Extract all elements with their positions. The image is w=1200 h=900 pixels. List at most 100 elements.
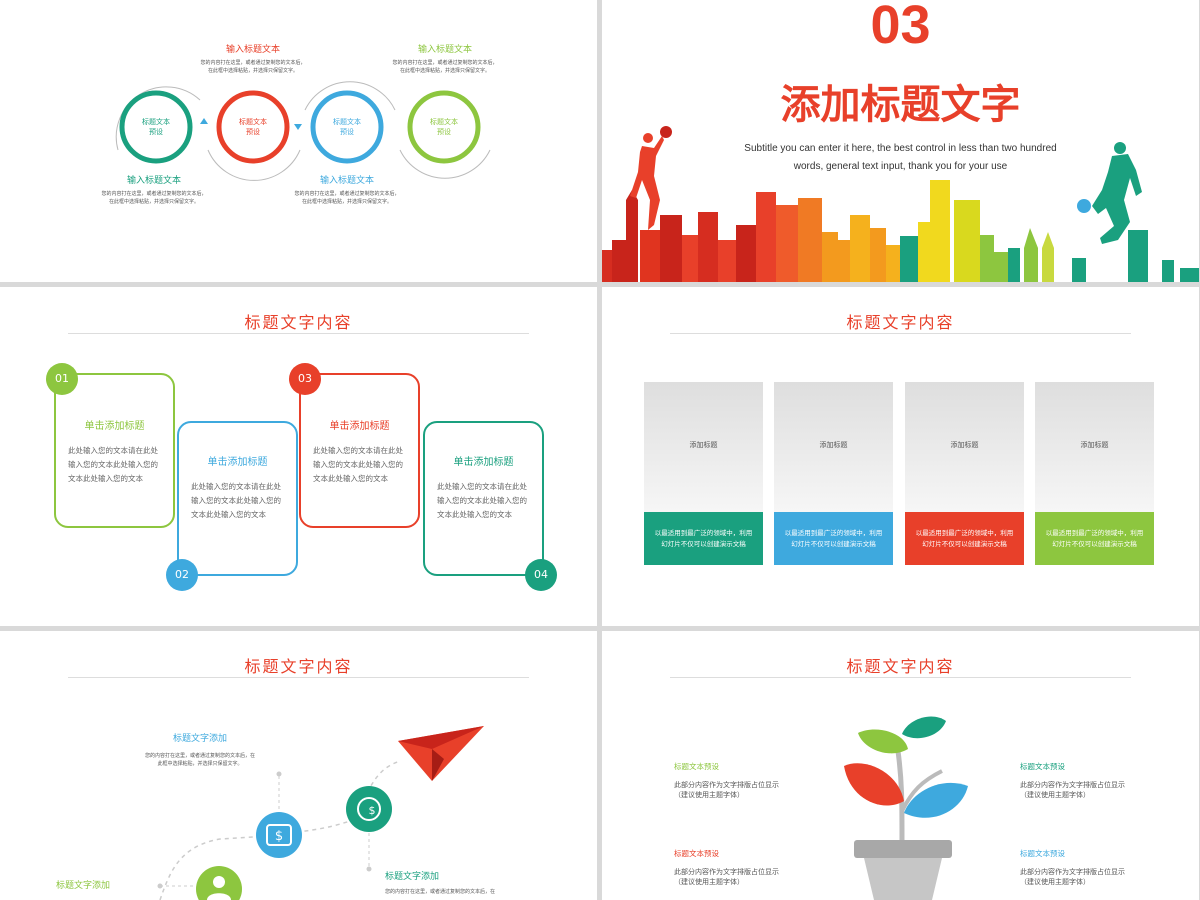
card-1[interactable]: 单击添加标题 此处输入您的文本请在此处输入您的文本此处输入您的文本此处输入您的文… — [54, 373, 175, 528]
plant-graphic — [844, 716, 968, 900]
path-item-3-title: 标题文字添加 — [56, 881, 111, 891]
circle-3-label-line1: 标题文本 — [333, 118, 361, 126]
column-3-image[interactable]: 添加标题 — [905, 382, 1024, 512]
plant-block-3[interactable]: 标题文本预设 此部分内容作为文字排版占位显示 （建议使用主题字体） — [674, 848, 824, 887]
column-3-caption: 以最适用到最广泛的领域中，利用幻灯片不仅可以创建演示文稿 — [905, 512, 1024, 565]
card-2-number: 02 — [166, 559, 198, 591]
svg-text:$: $ — [275, 829, 283, 844]
slide-4-title: 标题文字内容 — [846, 313, 955, 332]
top-label-2[interactable]: 输入标题文本 您的内容打在这里，或者通过复制您的文本后， 在此框中选择粘贴，并选… — [380, 42, 510, 75]
plant-block-3-heading: 标题文本预设 — [674, 849, 719, 858]
bottom-label-1-line1: 您的内容打在这里，或者通过复制您的文本后， — [101, 191, 207, 197]
slide-5-paper-plane-path[interactable]: 标题文字内容 $ $ — [0, 631, 597, 900]
column-2-image[interactable]: 添加标题 — [774, 382, 893, 512]
path-graphic: $ $ — [157, 726, 484, 900]
slide-6-title: 标题文字内容 — [846, 657, 955, 676]
slide-3-title-rule — [68, 333, 529, 334]
bottom-label-2[interactable]: 输入标题文本 您的内容打在这里，或者通过复制您的文本后， 在此框中选择粘贴，并选… — [282, 173, 412, 206]
path-item-2[interactable]: 标题文字添加 您的内容打在这里，或者通过复制您的文本后，在 — [385, 869, 525, 896]
money-icon: $ — [256, 812, 302, 858]
top-label-2-line2: 在此框中选择粘贴，并选择只保留文字。 — [399, 68, 490, 74]
plant-block-4-heading: 标题文本预设 — [1020, 849, 1065, 858]
card-2-heading: 单击添加标题 — [207, 457, 268, 468]
column-3-top-label: 添加标题 — [950, 441, 979, 449]
column-1-image[interactable]: 添加标题 — [644, 382, 763, 512]
circle-4 — [407, 90, 481, 164]
plant-block-3-line1: 此部分内容作为文字排版占位显示 — [674, 868, 779, 876]
circle-3-label-line2: 预设 — [340, 128, 354, 136]
bottom-label-2-line1: 您的内容打在这里，或者通过复制您的文本后， — [294, 191, 400, 197]
card-2[interactable]: 单击添加标题 此处输入您的文本请在此处输入您的文本此处输入您的文本此处输入您的文… — [177, 421, 298, 576]
subtitle-line2: words, general text input, thank you for… — [793, 161, 1008, 172]
plant-block-4-line1: 此部分内容作为文字排版占位显示 — [1020, 868, 1125, 876]
basketball-player-teal — [1077, 142, 1142, 244]
user-icon — [196, 866, 242, 900]
coin-clock-icon: $ — [346, 786, 392, 832]
slide-4-title-rule — [670, 333, 1131, 334]
section-number: 03 — [870, 0, 931, 55]
circle-1 — [119, 90, 193, 164]
card-2-body: 此处输入您的文本请在此处输入您的文本此处输入您的文本此处输入您的文本 — [191, 482, 281, 519]
top-label-2-title: 输入标题文本 — [417, 45, 472, 55]
circle-1-label-line1: 标题文本 — [142, 118, 170, 126]
slide-2-section-cover[interactable]: 03 添加标题文字 Subtitle you can enter it here… — [602, 0, 1199, 282]
column-4-caption: 以最适用到最广泛的领域中，利用幻灯片不仅可以创建演示文稿 — [1035, 512, 1154, 565]
top-label-2-line1: 您的内容打在这里，或者通过复制您的文本后， — [392, 60, 498, 66]
plant-block-2-heading: 标题文本预设 — [1020, 762, 1065, 771]
column-2-caption: 以最适用到最广泛的领域中，利用幻灯片不仅可以创建演示文稿 — [774, 512, 893, 565]
card-4[interactable]: 单击添加标题 此处输入您的文本请在此处输入您的文本此处输入您的文本此处输入您的文… — [423, 421, 544, 576]
top-label-1-line1: 您的内容打在这里，或者通过复制您的文本后， — [200, 60, 306, 66]
card-3-number: 03 — [289, 363, 321, 395]
plant-block-3-line2: （建议使用主题字体） — [674, 878, 744, 886]
circle-4-label-line1: 标题文本 — [430, 118, 458, 126]
circle-3 — [310, 90, 384, 164]
path-item-2-title: 标题文字添加 — [385, 872, 440, 882]
top-label-1[interactable]: 输入标题文本 您的内容打在这里，或者通过复制您的文本后， 在此框中选择粘贴，并选… — [188, 42, 318, 75]
slide-3-numbered-cards[interactable]: 标题文字内容 单击添加标题 此处输入您的文本请在此处输入您的文本此处输入您的文本… — [0, 287, 597, 626]
column-1-top-label: 添加标题 — [689, 441, 718, 449]
card-1-body: 此处输入您的文本请在此处输入您的文本此处输入您的文本此处输入您的文本 — [68, 446, 158, 483]
card-4-number: 04 — [525, 559, 557, 591]
plant-block-2[interactable]: 标题文本预设 此部分内容作为文字排版占位显示 （建议使用主题字体） — [1020, 761, 1170, 800]
bottom-label-1-line2: 在此框中选择粘贴，并选择只保留文字。 — [108, 199, 199, 205]
circle-2-label-line1: 标题文本 — [239, 118, 267, 126]
card-1-heading: 单击添加标题 — [84, 421, 145, 432]
plant-block-4[interactable]: 标题文本预设 此部分内容作为文字排版占位显示 （建议使用主题字体） — [1020, 848, 1170, 887]
card-4-heading: 单击添加标题 — [453, 457, 514, 468]
path-item-2-line1: 您的内容打在这里，或者通过复制您的文本后，在 — [385, 889, 496, 895]
bottom-label-2-line2: 在此框中选择粘贴，并选择只保留文字。 — [301, 199, 392, 205]
basketball-player-red — [630, 126, 672, 230]
plant-block-1-heading: 标题文本预设 — [674, 762, 719, 771]
column-4-top-label: 添加标题 — [1080, 441, 1109, 449]
path-item-1-line2: 此框中选择粘贴，并选择只保留文字。 — [157, 761, 243, 767]
slide-4-image-columns[interactable]: 标题文字内容 添加标题 以最适用到最广泛的领域中，利用幻灯片不仅可以创建演示文稿… — [602, 287, 1199, 626]
bottom-label-2-title: 输入标题文本 — [319, 176, 374, 186]
section-title: 添加标题文字 — [780, 82, 1021, 128]
slide-6-plant-diagram[interactable]: 标题文字内容 标题文本预设 此部分内容作为文字排版占位显示 （建议使用主题 — [602, 631, 1199, 900]
plant-block-4-line2: （建议使用主题字体） — [1020, 878, 1090, 886]
plant-block-2-line2: （建议使用主题字体） — [1020, 791, 1090, 799]
circle-2-label-line2: 预设 — [246, 128, 260, 136]
path-item-3[interactable]: 标题文字添加 — [56, 878, 156, 891]
slide-3-title: 标题文字内容 — [244, 313, 353, 332]
paper-plane-icon — [398, 726, 484, 781]
column-2-top-label: 添加标题 — [819, 441, 848, 449]
plant-block-1-line1: 此部分内容作为文字排版占位显示 — [674, 781, 779, 789]
circle-flow-graphic — [115, 81, 491, 181]
plant-block-1-line2: （建议使用主题字体） — [674, 791, 744, 799]
subtitle-line1: Subtitle you can enter it here, the best… — [744, 143, 1057, 154]
path-item-1[interactable]: 标题文字添加 您的内容打在这里，或者通过复制您的文本后，在 此框中选择粘贴，并选… — [130, 731, 270, 768]
bottom-label-1[interactable]: 输入标题文本 您的内容打在这里，或者通过复制您的文本后， 在此框中选择粘贴，并选… — [89, 173, 219, 206]
slide-1-circle-flow[interactable]: 标题文本 预设 标题文本 预设 标题文本 预设 标题文本 预设 输入标题文本 您… — [0, 0, 597, 282]
plant-block-1[interactable]: 标题文本预设 此部分内容作为文字排版占位显示 （建议使用主题字体） — [674, 761, 824, 800]
card-4-body: 此处输入您的文本请在此处输入您的文本此处输入您的文本此处输入您的文本 — [437, 482, 527, 519]
city-skyline-graphic — [602, 126, 1199, 282]
column-4-image[interactable]: 添加标题 — [1035, 382, 1154, 512]
skyline-buildings — [602, 180, 1199, 282]
top-label-1-title: 输入标题文本 — [225, 45, 280, 55]
path-item-1-title: 标题文字添加 — [172, 734, 227, 744]
card-3[interactable]: 单击添加标题 此处输入您的文本请在此处输入您的文本此处输入您的文本此处输入您的文… — [299, 373, 420, 528]
card-1-number: 01 — [46, 363, 78, 395]
plant-block-2-line1: 此部分内容作为文字排版占位显示 — [1020, 781, 1125, 789]
